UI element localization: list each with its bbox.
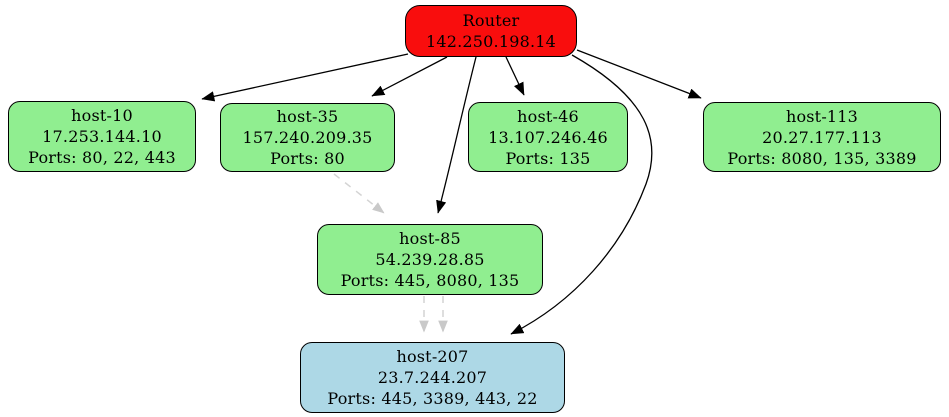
node-router-label: Router — [462, 11, 520, 30]
node-host-85-label: host-85 — [399, 229, 461, 248]
node-host-113-label: host-113 — [785, 106, 859, 126]
node-host-46-label: host-46 — [517, 106, 579, 126]
node-router: Router 142.250.198.14 — [405, 5, 577, 57]
node-host-207-ip: 23.7.244.207 — [377, 368, 488, 387]
node-router-ip: 142.250.198.14 — [425, 32, 557, 51]
edge-router-to-host-35 — [371, 56, 448, 97]
node-host-10-ip: 17.253.144.10 — [42, 127, 162, 146]
edge-router-to-host-85 — [436, 56, 477, 214]
edge-router-to-host-207 — [510, 54, 653, 335]
node-host-85-ports: Ports: 445, 8080, 135 — [340, 271, 520, 290]
node-host-10-ports: Ports: 80, 22, 443 — [28, 148, 176, 167]
node-host-46-ip: 13.107.246.46 — [488, 127, 608, 147]
node-host-35-ports: Ports: 80 — [270, 149, 345, 168]
edge-host-35-to-host-85 — [333, 173, 385, 214]
node-host-35-label: host-35 — [276, 107, 339, 126]
edge-router-to-host-46 — [505, 56, 525, 96]
node-host-85-ip: 54.239.28.85 — [375, 250, 485, 269]
node-host-10-label: host-10 — [71, 106, 133, 125]
node-host-113-ip: 20.27.177.113 — [762, 127, 882, 147]
node-host-207-ports: Ports: 445, 3389, 443, 22 — [327, 389, 538, 408]
node-host-207: host-207 23.7.244.207 Ports: 445, 3389, … — [300, 342, 565, 413]
edge-router-to-host-113 — [576, 49, 702, 99]
node-host-46-ports: Ports: 135 — [505, 148, 591, 168]
node-host-207-label: host-207 — [396, 347, 469, 366]
node-host-35: host-35 157.240.209.35 Ports: 80 — [220, 103, 395, 172]
node-host-10: host-10 17.253.144.10 Ports: 80, 22, 443 — [8, 101, 196, 172]
node-host-46: host-46 13.107.246.46 Ports: 135 — [468, 102, 628, 172]
node-host-113: host-113 20.27.177.113 Ports: 8080, 135,… — [703, 102, 941, 172]
node-host-113-ports: Ports: 8080, 135, 3389 — [727, 148, 917, 168]
node-host-35-ip: 157.240.209.35 — [242, 128, 373, 147]
node-host-85: host-85 54.239.28.85 Ports: 445, 8080, 1… — [317, 224, 543, 295]
edge-router-to-host-10 — [201, 53, 409, 102]
